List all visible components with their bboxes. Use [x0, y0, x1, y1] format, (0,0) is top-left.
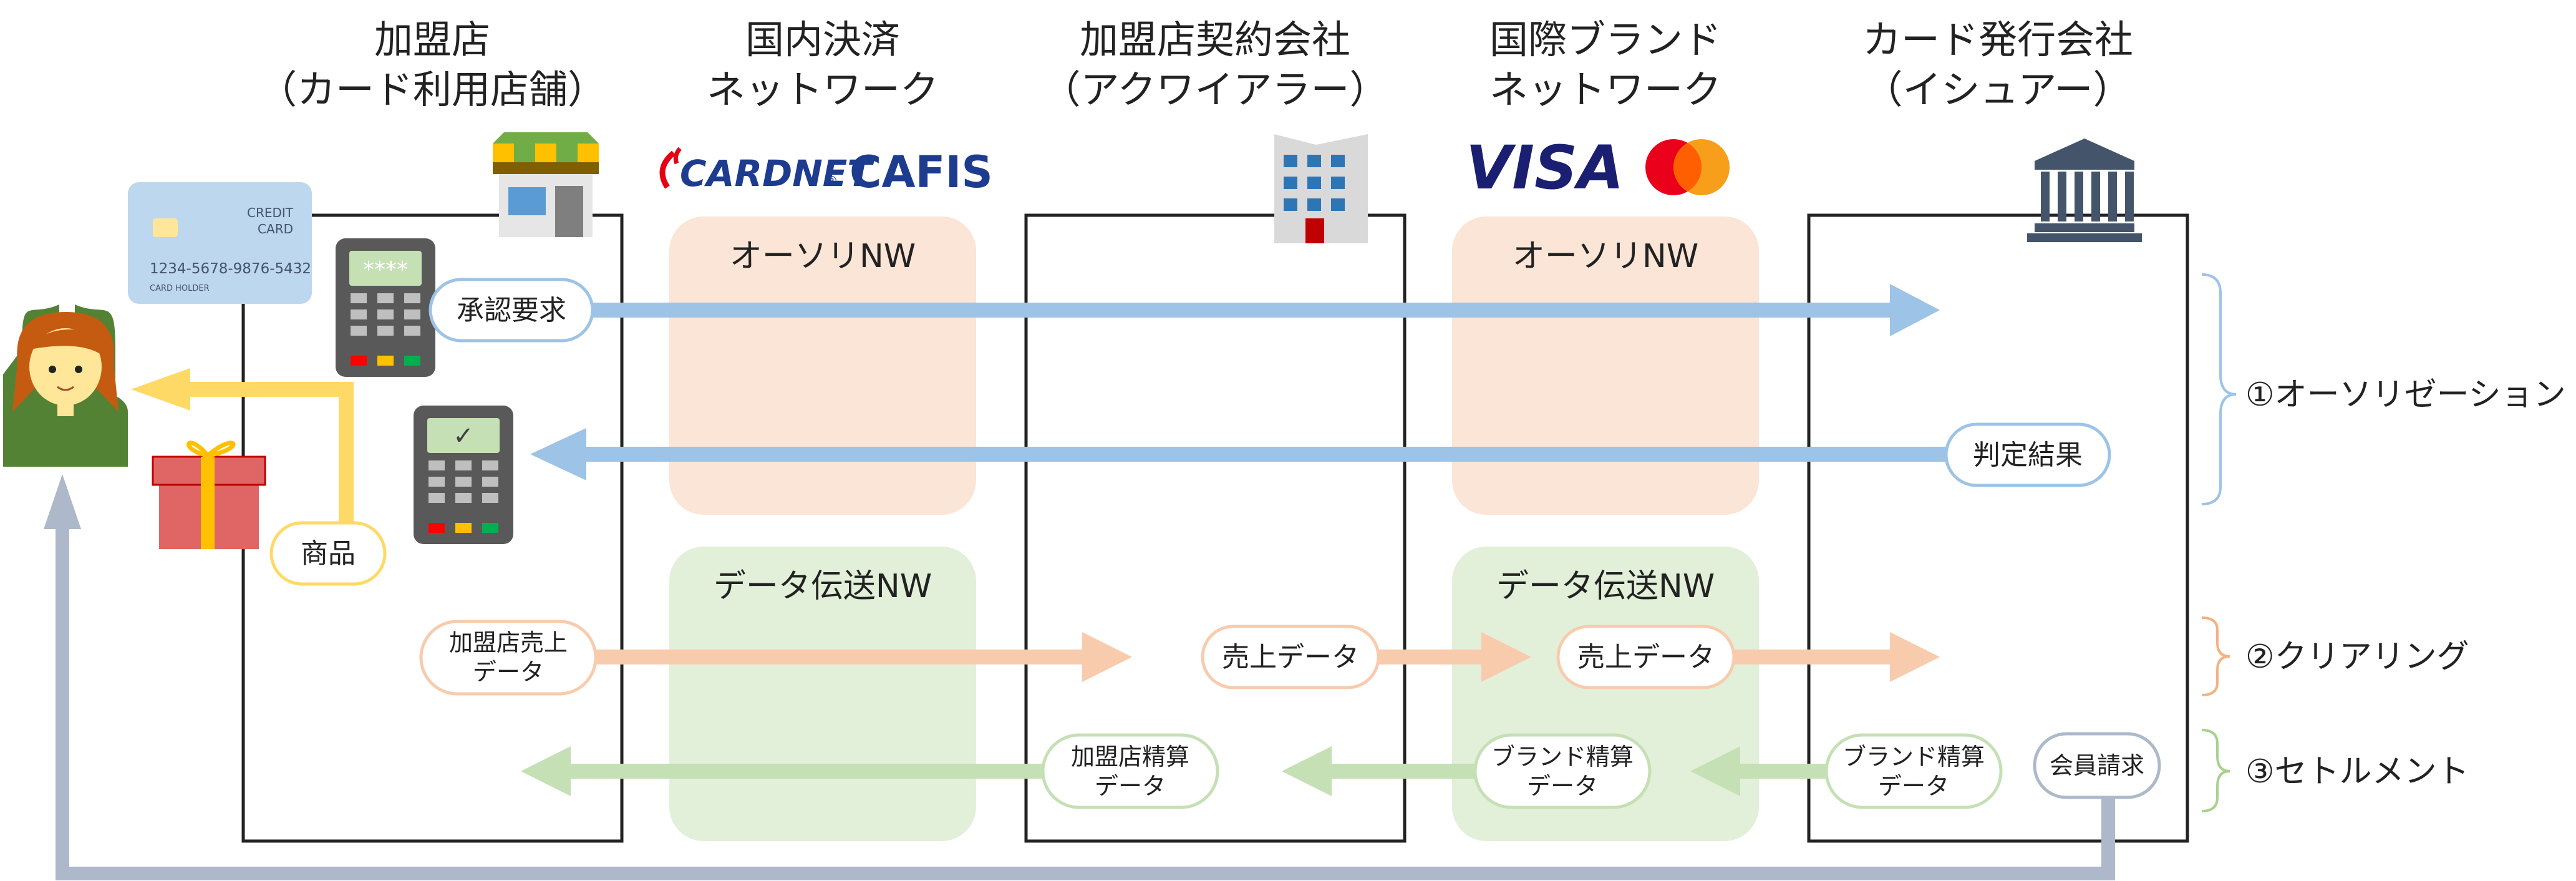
issuer-box	[1807, 213, 2189, 843]
brand-auth-nw-panel	[1452, 217, 1759, 515]
sales-data-text-1: 売上データ	[1222, 641, 1359, 673]
payment-terminal-approved-icon: ✓	[414, 406, 513, 544]
judgment-result-label: 判定結果	[1944, 422, 2111, 487]
brand-subtitle: ネットワーク	[1489, 67, 1721, 112]
brand-settlement-2-text-1: ブランド精算	[1842, 743, 1985, 771]
issuer-subtitle: （イシュアー）	[1864, 67, 2131, 112]
merchant-settlement-arrow-head	[521, 746, 571, 796]
store-icon	[493, 132, 599, 237]
acquirer-title: 加盟店契約会社	[1080, 17, 1350, 62]
brand-data-nw-label: データ伝送NW	[1496, 568, 1715, 605]
payment-terminal-icon: ****	[336, 238, 435, 377]
sales-data-text-2: 売上データ	[1577, 641, 1715, 673]
brand-settlement-arrow-2-head	[1690, 746, 1740, 796]
gift-box-icon	[152, 441, 266, 549]
person-icon	[3, 304, 128, 467]
judgment-result-arrow-head	[530, 428, 586, 480]
judgment-result-text: 判定結果	[1973, 439, 2083, 471]
merchant-sales-label: 加盟店売上 データ	[419, 620, 598, 696]
visa-logo: VISA	[1466, 133, 1624, 203]
approval-request-label: 承認要求	[429, 278, 594, 343]
credit-card-icon: CREDIT CARD 1234-5678-9876-5432 CARD HOL…	[128, 182, 312, 304]
goods-arrow-head	[131, 368, 190, 411]
merchant-sales-text-1: 加盟店売上	[449, 629, 568, 656]
brand-title: 国際ブランド	[1489, 17, 1721, 62]
domestic-data-nw-label: データ伝送NW	[714, 568, 932, 605]
merchant-settlement-text-2: データ	[1095, 772, 1166, 800]
issuer-title: カード発行会社	[1862, 17, 2133, 62]
card-holder: CARD HOLDER	[150, 284, 210, 293]
approval-request-arrow-head	[1890, 284, 1940, 336]
phase-settlement: ③セトルメント	[2245, 753, 2469, 791]
card-label-credit: CREDIT	[247, 205, 294, 220]
cardnet-wordmark: CARDNET	[680, 152, 874, 195]
approval-request-text: 承認要求	[457, 294, 566, 326]
brand-settlement-label-2: ブランド精算 データ	[1824, 733, 2003, 809]
domestic-subtitle: ネットワーク	[707, 67, 939, 112]
cardnet-registered-mark: ®	[825, 174, 838, 190]
sales-data-arrow-1-head	[1481, 632, 1531, 682]
brand-settlement-arrow-1-head	[1282, 746, 1332, 796]
member-billing-return-arrow	[56, 527, 2115, 880]
sales-data-arrow-2-head	[1890, 632, 1940, 682]
goods-arrow	[187, 382, 354, 530]
phase-clearing: ②クリアリング	[2245, 638, 2469, 676]
brand-settlement-label-1: ブランド精算 データ	[1473, 733, 1652, 809]
domestic-auth-nw-label: オーソリNW	[730, 238, 916, 275]
merchant-settlement-text-1: 加盟店精算	[1071, 743, 1189, 771]
brand-settlement-1-text-2: データ	[1527, 772, 1598, 800]
acquirer-subtitle: （アクワイアラー）	[1042, 67, 1388, 112]
bank-icon	[2027, 139, 2142, 242]
brand-settlement-1-text-1: ブランド精算	[1491, 743, 1634, 771]
settlement-brace	[2201, 729, 2230, 812]
acquirer-box	[1024, 213, 1407, 843]
sales-data-label-1: 売上データ	[1201, 625, 1380, 689]
cardnet-logo: CARDNET ®	[659, 147, 874, 195]
cafis-logo: CAFIS	[850, 147, 993, 198]
member-billing-text: 会員請求	[2050, 752, 2144, 779]
card-label-card: CARD	[258, 221, 293, 236]
brand-auth-nw-label: オーソリNW	[1513, 238, 1698, 275]
merchant-title: 加盟店	[374, 17, 490, 62]
member-billing-label: 会員請求	[2033, 732, 2161, 799]
terminal-check-display: ✓	[453, 422, 474, 450]
goods-text: 商品	[301, 538, 356, 570]
phase-authorization: ①オーソリゼーション	[2245, 376, 2566, 414]
domestic-auth-nw-panel	[669, 217, 976, 515]
mastercard-logo	[1645, 139, 1730, 195]
building-icon	[1274, 134, 1368, 243]
merchant-settlement-label: 加盟店精算 データ	[1041, 733, 1219, 809]
clearing-brace	[2201, 616, 2230, 696]
card-number: 1234-5678-9876-5432	[150, 261, 311, 277]
authorization-brace	[2201, 273, 2237, 505]
merchant-sales-arrow-head	[1082, 632, 1132, 682]
goods-label: 商品	[269, 521, 387, 586]
brand-settlement-2-text-2: データ	[1878, 772, 1949, 800]
member-billing-return-arrow-head	[44, 474, 81, 529]
merchant-sales-text-2: データ	[473, 658, 544, 686]
terminal-pin-display: ****	[363, 257, 408, 283]
merchant-subtitle: （カード利用店舗）	[258, 67, 606, 112]
sales-data-label-2: 売上データ	[1556, 625, 1736, 689]
domestic-title: 国内決済	[745, 17, 900, 62]
